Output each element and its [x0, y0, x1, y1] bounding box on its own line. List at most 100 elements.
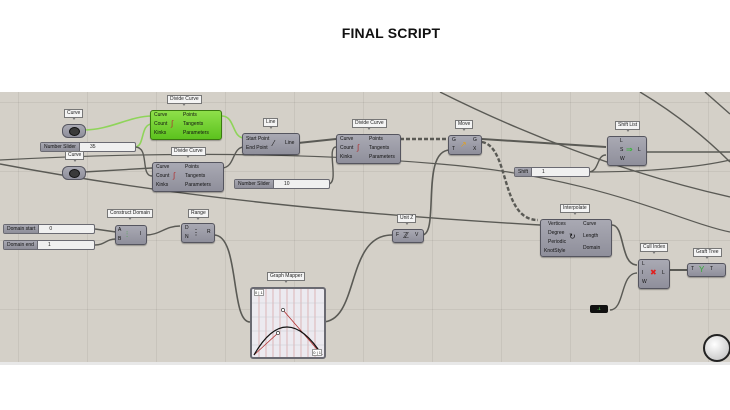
output-parameters[interactable]: Parameters [369, 154, 395, 160]
wire-move-interpolate [481, 140, 539, 222]
number-slider-count[interactable]: Number Slider 35 [40, 142, 136, 152]
curve-icon [69, 127, 80, 136]
canvas-bottom-edge [0, 362, 730, 365]
output-parameters[interactable]: Parameters [183, 130, 209, 136]
curve-param-1[interactable] [62, 124, 86, 138]
input-geometry[interactable]: G [452, 137, 456, 143]
curve-tag-2: Curve [65, 151, 85, 162]
input-curve[interactable]: Curve [340, 136, 354, 142]
unit-z-node[interactable]: F ℤ V [392, 229, 424, 243]
shift-list-icon: ⇒ [626, 145, 633, 154]
output-line[interactable]: Line [285, 140, 295, 146]
interpolate-tag: Interpolate [560, 204, 590, 215]
output-transform[interactable]: X [473, 146, 477, 152]
input-steps[interactable]: N [185, 234, 189, 240]
output-curve[interactable]: Curve [583, 221, 597, 227]
grasshopper-canvas[interactable]: Curve Number Slider 35 Curve Divide Curv… [0, 92, 730, 362]
input-kinks[interactable]: Kinks [156, 182, 169, 188]
input-count[interactable]: Count [340, 145, 354, 151]
input-translation[interactable]: T [452, 146, 456, 152]
domain-icon: ⫶ [126, 230, 128, 239]
input-kinks[interactable]: Kinks [154, 130, 167, 136]
output-points[interactable]: Points [183, 112, 197, 118]
input-end-point[interactable]: End Point [246, 145, 268, 151]
graph-mapper-node[interactable]: 0 | 1 0 | 1 [250, 287, 326, 359]
wire-slider-divide3 [327, 146, 337, 185]
slider-label: Number Slider [41, 143, 80, 151]
output-list[interactable]: L [662, 270, 665, 276]
input-shift[interactable]: S [620, 147, 624, 153]
line-node[interactable]: Start Point End Point ⁄ Line [242, 133, 300, 155]
output-tree[interactable]: T [710, 266, 714, 272]
input-wrap[interactable]: W [620, 156, 625, 162]
divide-curve-node-2[interactable]: Curve Count Kinks ∫ Points Tangents Para… [152, 162, 224, 192]
interpolate-node[interactable]: Vertices Degree Periodic KnotStyle ↻ Cur… [540, 219, 612, 257]
output-geometry[interactable]: G [473, 137, 477, 143]
cull-index-node[interactable]: L I W ✖ L [638, 259, 670, 289]
output-tangents[interactable]: Tangents [369, 145, 390, 151]
input-domain[interactable]: D [185, 225, 189, 231]
output-points[interactable]: Points [185, 164, 199, 170]
divide-curve-node-3[interactable]: Curve Count Kinks ∫ Points Tangents Para… [336, 134, 401, 164]
input-periodic[interactable]: Periodic [548, 239, 567, 245]
wire-long-4 [704, 92, 730, 115]
input-knotstyle[interactable]: KnotStyle [544, 248, 566, 254]
graft-tree-tag: Graft Tree [693, 248, 722, 259]
input-start-point[interactable]: Start Point [246, 136, 270, 142]
slider-value: 0 [49, 226, 53, 232]
canvas-navigation-widget[interactable] [703, 334, 730, 362]
input-factor[interactable]: F [396, 232, 400, 238]
shift-list-node[interactable]: L S W ⇒ L [607, 136, 647, 166]
number-slider-divisions[interactable]: Number Slider 10 [234, 179, 330, 189]
domain-end-slider[interactable]: Domain end 1 [3, 240, 95, 250]
input-curve[interactable]: Curve [154, 112, 168, 118]
input-b[interactable]: B [118, 236, 122, 242]
input-curve[interactable]: Curve [156, 164, 170, 170]
range-node[interactable]: D N ⋮ R [181, 223, 215, 243]
divide-curve-node-selected[interactable]: Curve Count Kinks ∫ Points Tangents Para… [150, 110, 222, 140]
curve-param-2[interactable] [62, 166, 86, 180]
wire-graph-unitz [321, 234, 393, 323]
output-vector[interactable]: V [415, 232, 419, 238]
input-tree[interactable]: T [691, 266, 695, 272]
wire-domstart-cd [94, 228, 117, 233]
cull-index-tag: Cull Index [640, 243, 669, 254]
slider-value: 10 [283, 181, 290, 187]
output-points[interactable]: Points [369, 136, 383, 142]
curve-tag-1: Curve [64, 109, 84, 120]
output-list[interactable]: L [638, 147, 641, 153]
output-range[interactable]: R [207, 229, 211, 235]
panel-value[interactable]: -1 [590, 305, 608, 313]
output-domain[interactable]: Domain [583, 245, 601, 251]
input-list[interactable]: L [620, 138, 623, 144]
output-length[interactable]: Length [583, 233, 599, 239]
input-count[interactable]: Count [154, 121, 168, 127]
input-a[interactable]: A [118, 227, 122, 233]
wire-long-3 [639, 92, 730, 163]
wire-curve1-divide1 [83, 115, 153, 131]
move-node[interactable]: G T ↗ G X [448, 135, 482, 155]
construct-domain-node[interactable]: A B ⫶ I [115, 225, 147, 245]
wire-curve2-divide2 [83, 167, 153, 173]
output-interval[interactable]: I [140, 231, 142, 237]
output-tangents[interactable]: Tangents [183, 121, 204, 127]
input-kinks[interactable]: Kinks [340, 154, 353, 160]
input-wrap[interactable]: W [642, 279, 647, 285]
wire-slider-divide1 [134, 123, 153, 148]
input-vertices[interactable]: Vertices [548, 221, 566, 227]
wire-divide2-line [221, 146, 245, 169]
wire-interp-cull [611, 224, 638, 266]
input-indices[interactable]: I [642, 270, 644, 276]
output-tangents[interactable]: Tangents [185, 173, 206, 179]
domain-start-slider[interactable]: Domain start 0 [3, 224, 95, 234]
slider-value: 1 [47, 242, 51, 248]
graph-mapper-plot[interactable] [252, 289, 324, 357]
page-title: FINAL SCRIPT [341, 25, 441, 41]
graft-tree-node[interactable]: T Y T [687, 263, 726, 277]
move-icon: ↗ [460, 140, 467, 149]
input-list[interactable]: L [642, 261, 645, 267]
input-count[interactable]: Count [156, 173, 170, 179]
input-degree[interactable]: Degree [548, 230, 565, 236]
output-parameters[interactable]: Parameters [185, 182, 211, 188]
shift-slider[interactable]: Shift 1 [514, 167, 590, 177]
